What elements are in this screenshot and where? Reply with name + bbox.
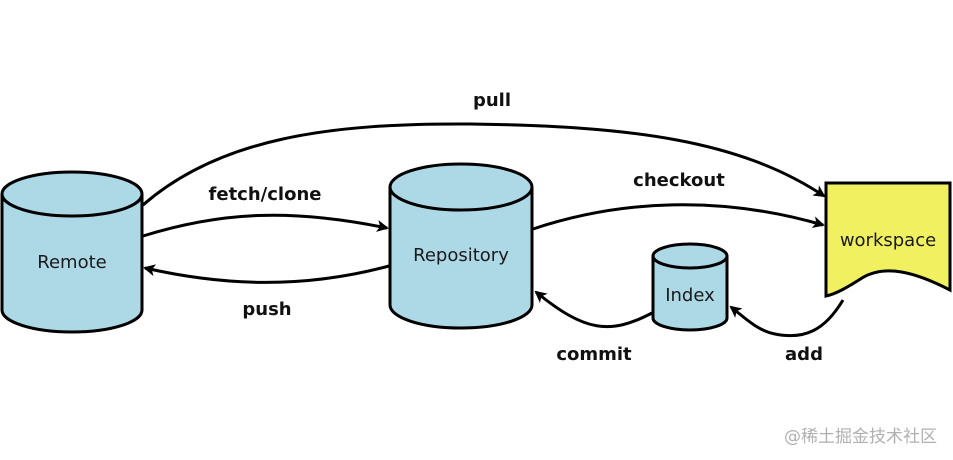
index-label: Index [665, 285, 715, 306]
repository-label: Repository [413, 245, 509, 266]
push-arrow [143, 264, 390, 284]
checkout-arrow [532, 203, 825, 231]
commit-arrow [534, 290, 653, 329]
watermark-text: @稀土掘金技术社区 [784, 427, 937, 447]
add-label: add [785, 344, 823, 365]
fetch-clone-arrow [142, 213, 389, 238]
workspace-document: workspace [824, 181, 952, 298]
fetch-clone-label: fetch/clone [209, 184, 322, 205]
pull-arrow [142, 122, 826, 207]
repository-cylinder: Repository [388, 162, 534, 330]
add-arrow [729, 299, 845, 338]
workspace-label: workspace [840, 230, 936, 251]
push-label: push [242, 299, 291, 320]
pull-label: pull [473, 90, 511, 111]
remote-label: Remote [37, 252, 106, 273]
index-cylinder: Index [651, 242, 729, 332]
checkout-label: checkout [633, 170, 725, 191]
commit-label: commit [556, 344, 632, 365]
remote-cylinder: Remote [0, 170, 144, 334]
